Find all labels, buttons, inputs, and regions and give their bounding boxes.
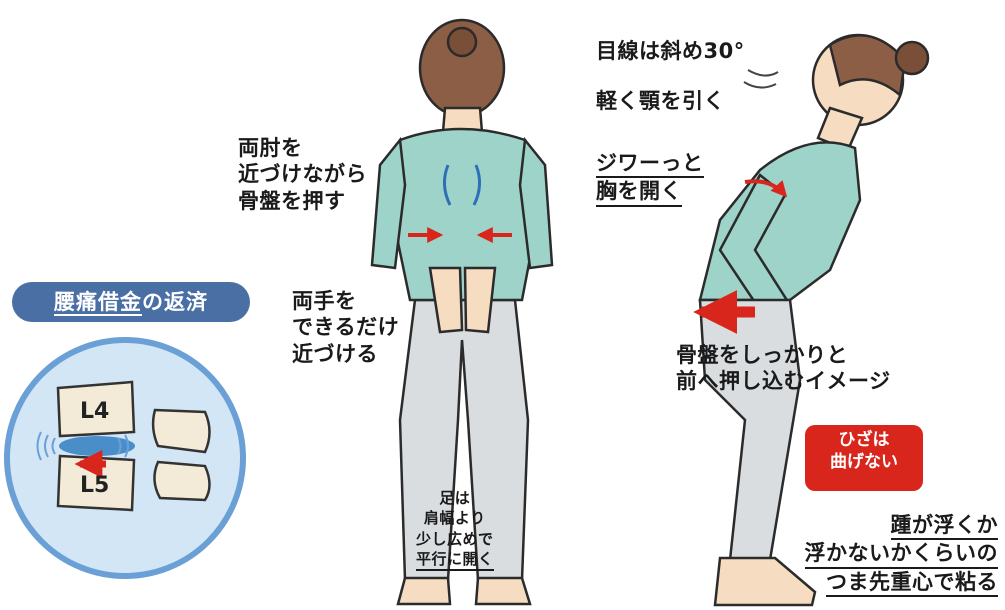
side-view-figure bbox=[693, 33, 930, 607]
process-lower-shape bbox=[153, 460, 211, 502]
knee-badge: ひざは 曲げない bbox=[805, 425, 923, 491]
process-upper-shape bbox=[151, 408, 211, 454]
spine-diagram: L4 L5 bbox=[4, 337, 246, 579]
title-rest-text: の返済 bbox=[142, 290, 208, 314]
elbow-line-2: 近づけながら bbox=[238, 162, 367, 187]
title-underlined-text: 腰痛借金 bbox=[54, 290, 142, 316]
hands-line-2: できるだけ bbox=[292, 315, 400, 340]
chin-instruction: 軽く顎を引く bbox=[596, 89, 725, 113]
l5-label: L5 bbox=[80, 473, 109, 498]
chest-line-1: ジワーっと bbox=[596, 150, 704, 179]
elbow-line-1: 両肘を bbox=[238, 136, 303, 160]
l4-label: L4 bbox=[80, 399, 109, 424]
vertebra-l4-shape bbox=[56, 380, 136, 438]
feet-line-3: 少し広めで bbox=[416, 529, 494, 548]
hands-line-3: 近づける bbox=[292, 341, 378, 366]
pressure-waves bbox=[36, 431, 56, 461]
feet-line-1: 足は bbox=[439, 489, 471, 507]
knee-line-2: 曲げない bbox=[830, 452, 898, 473]
elbow-line-3: 骨盤を押す bbox=[238, 188, 346, 213]
heel-instruction: 踵が浮くか 浮かないかくらいの つま先重心で粘る bbox=[798, 512, 998, 597]
elbow-instruction: 両肘を 近づけながら 骨盤を押す bbox=[238, 135, 367, 214]
feet-line-2: 肩幅より bbox=[423, 509, 486, 528]
disc-shape bbox=[59, 436, 135, 456]
spine-circle bbox=[4, 337, 246, 579]
heel-line-3: つま先重心で粘る bbox=[826, 569, 998, 597]
hands-line-1: 両手を bbox=[292, 289, 357, 313]
heel-line-1: 踵が浮くか bbox=[890, 512, 998, 541]
title-badge: 腰痛借金の返済 bbox=[12, 282, 250, 322]
pelvis-line-2: 前へ押し込むイメージ bbox=[676, 369, 891, 394]
hands-instruction: 両手を できるだけ 近づける bbox=[292, 288, 399, 367]
gaze-instruction: 目線は斜め30° bbox=[596, 39, 745, 63]
pelvis-line-1: 骨盤をしっかりと bbox=[676, 343, 848, 367]
heel-line-2: 浮かないかくらいの bbox=[804, 540, 998, 569]
chest-instruction: ジワーっと 胸を開く bbox=[596, 150, 704, 207]
feet-line-4: 平行に開く bbox=[416, 549, 494, 571]
back-view-figure bbox=[370, 18, 554, 606]
knee-line-1: ひざは bbox=[838, 430, 890, 450]
chest-line-2: 胸を開く bbox=[596, 178, 682, 207]
feet-instruction: 足は 肩幅より 少し広めで 平行に開く bbox=[416, 488, 494, 571]
pelvis-instruction: 骨盤をしっかりと 前へ押し込むイメージ bbox=[676, 342, 891, 395]
